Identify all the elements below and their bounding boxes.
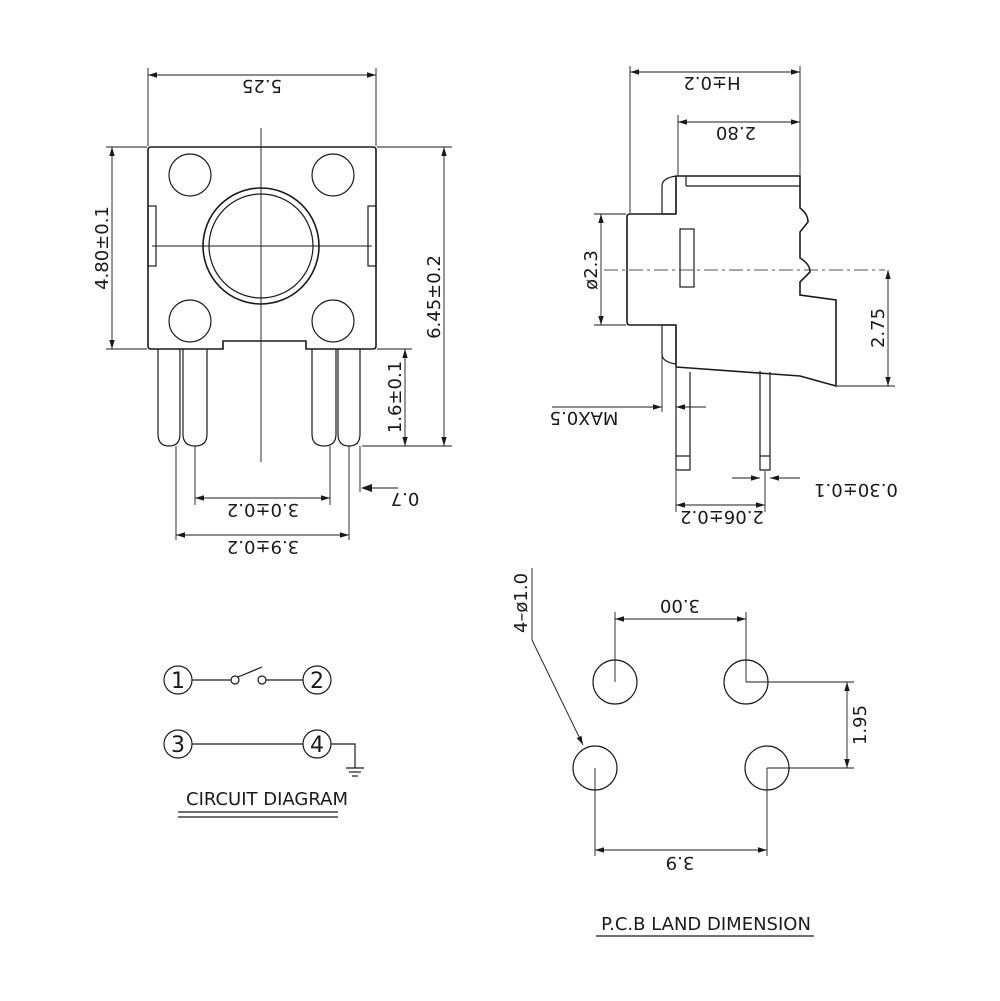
pin-left-outer bbox=[157, 349, 181, 447]
hole-bottom-right bbox=[311, 299, 355, 343]
circuit-diagram: 1 2 3 4 CIRCUIT DIAGRAM bbox=[163, 665, 364, 818]
dim-width-top-label: 5.25 bbox=[242, 75, 282, 96]
side-top-clip bbox=[661, 175, 677, 215]
side-slot bbox=[679, 228, 695, 288]
dim-plunger-base-label: 2.80 bbox=[716, 122, 756, 143]
leader-line bbox=[531, 639, 584, 746]
side-view: H±0.2 2.80 ø2.3 2.75 MAX0.5 2.06±0.2 0.3… bbox=[550, 66, 898, 527]
switch-contact bbox=[257, 675, 267, 685]
plunger-outline bbox=[626, 213, 676, 326]
pin-left-inner bbox=[182, 349, 208, 447]
dim-bottom-pitch-label: 3.9 bbox=[666, 852, 695, 873]
dim-pitch-inner-label: 3.0±0.2 bbox=[227, 499, 299, 520]
ground-wire bbox=[331, 743, 356, 768]
dim-plunger-diameter-label: ø2.3 bbox=[581, 250, 602, 290]
front-view: 5.25 4.80±0.1 6.45±0.2 1.6±0.1 3.0±0.2 3… bbox=[92, 68, 452, 557]
hole-top-left bbox=[168, 153, 212, 197]
terminal-3-label: 3 bbox=[171, 733, 185, 758]
terminal-2-label: 2 bbox=[310, 669, 324, 694]
circuit-diagram-title: CIRCUIT DIAGRAM bbox=[186, 789, 348, 810]
arrow bbox=[361, 484, 372, 492]
side-body-outline bbox=[675, 175, 837, 388]
dim-pin-offset-label: 2.06±0.2 bbox=[680, 506, 764, 527]
dim-pin-thickness-label: 0.30±0.1 bbox=[814, 479, 898, 500]
dim-vertical-pitch-label: 1.95 bbox=[850, 705, 871, 745]
terminal-1-label: 1 bbox=[171, 669, 185, 694]
side-rear-pin bbox=[759, 371, 771, 471]
side-bottom-clip bbox=[661, 324, 677, 365]
dim-total-height-label: H±0.2 bbox=[683, 72, 740, 93]
pcb-land-title: P.C.B LAND DIMENSION bbox=[601, 914, 811, 935]
side-front-leg bbox=[675, 367, 691, 471]
right-notch bbox=[367, 205, 377, 267]
switch-contact bbox=[230, 675, 240, 685]
dim-standoff-label: MAX0.5 bbox=[550, 407, 619, 428]
dim-pin-length-label: 1.6±0.1 bbox=[385, 361, 406, 433]
dim-height-left-label: 4.80±0.1 bbox=[92, 206, 113, 290]
dim-pitch-outer-label: 3.9±0.2 bbox=[227, 536, 299, 557]
hole-top-right bbox=[311, 153, 355, 197]
front-body-outline bbox=[147, 146, 377, 350]
pin-right-outer bbox=[337, 349, 361, 447]
pcb-land-dimension: 3.00 1.95 3.9 4–ø1.0 P.C.B LAND DIMENSIO… bbox=[511, 568, 871, 937]
hole-spec-label: 4–ø1.0 bbox=[511, 573, 532, 633]
dim-top-pitch-label: 3.00 bbox=[660, 595, 700, 616]
dim-pin-width-label: 0.7 bbox=[391, 488, 420, 509]
dim-height-right-label: 6.45±0.2 bbox=[424, 255, 445, 339]
terminal-4-label: 4 bbox=[310, 733, 324, 758]
hole-bottom-left bbox=[168, 299, 212, 343]
dim-axis-height-label: 2.75 bbox=[868, 308, 889, 348]
pin-right-inner bbox=[311, 349, 337, 447]
left-notch bbox=[147, 205, 157, 267]
switch-lever bbox=[237, 666, 263, 678]
